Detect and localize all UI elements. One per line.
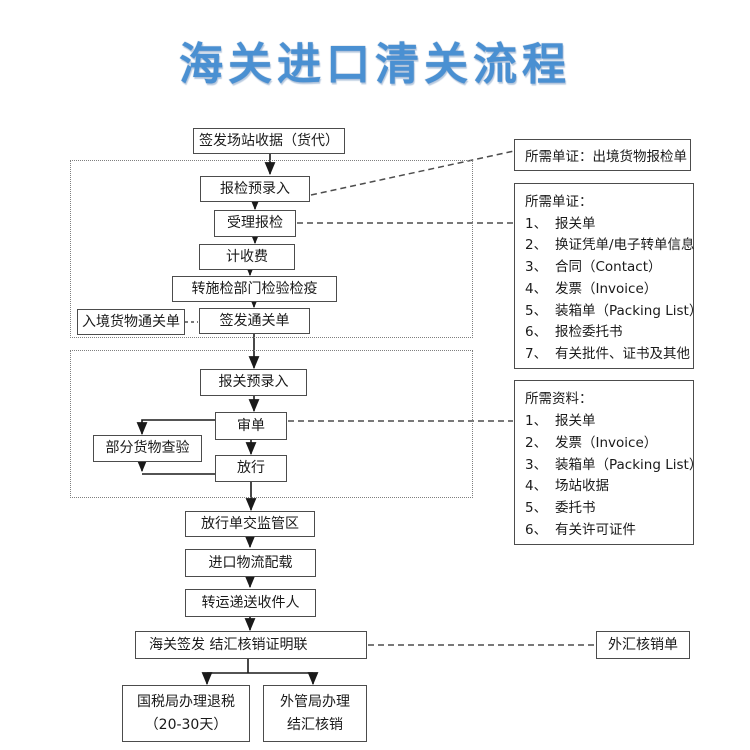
item-number: 5、 <box>525 302 548 319</box>
node-release: 放行 <box>215 455 287 482</box>
page-title: 海关进口清关流程 <box>179 39 571 90</box>
item-text: 有关许可证件 <box>555 522 636 539</box>
solid-arrows <box>136 154 319 686</box>
node-label: 外汇核销单 <box>608 636 678 653</box>
panel-title: 所需资料： <box>525 390 593 407</box>
node-forex-verification-form: 外汇核销单 <box>596 631 690 659</box>
panel-required-doc-single: 所需单证：出境货物报检单 <box>514 139 691 171</box>
node-label: 签发场站收据（货代） <box>199 132 339 149</box>
item-text: 报关单 <box>555 215 596 232</box>
list-item: 1、报关单 <box>525 212 687 232</box>
node-label: 审单 <box>237 417 265 434</box>
list-item: 5、委托书 <box>525 496 687 516</box>
node-tax-bureau-refund: 国税局办理退税 （20-30天） <box>122 685 250 742</box>
list-item: 4、发票（Invoice） <box>525 277 687 297</box>
item-number: 3、 <box>525 259 548 276</box>
item-text: 装箱单（Packing List） <box>555 456 703 473</box>
item-text: 报关单 <box>555 412 596 429</box>
item-text: 场站收据 <box>555 478 609 495</box>
item-number: 6、 <box>525 324 548 341</box>
list-item: 4、场站收据 <box>525 474 687 494</box>
node-label: 部分货物查验 <box>105 440 190 457</box>
panel-text: 所需单证：出境货物报检单 <box>525 149 687 165</box>
panel-required-materials: 所需资料： 1、报关单 2、发票（Invoice） 3、装箱单（Packing … <box>514 380 702 545</box>
list-item: 2、发票（Invoice） <box>525 431 687 451</box>
node-label: 海关签发 结汇核销证明联 <box>149 636 308 653</box>
list-item: 6、报检委托书 <box>525 320 687 340</box>
list-item: 5、装箱单（Packing List） <box>525 299 702 319</box>
item-text: 委托书 <box>555 500 596 517</box>
item-number: 4、 <box>525 478 548 495</box>
node-customs-issue-settlement-copy: 海关签发 结汇核销证明联 <box>135 631 367 659</box>
node-issue-station-receipt: 签发场站收据（货代） <box>193 128 345 154</box>
list-item: 7、有关批件、证书及其他 <box>525 342 690 363</box>
node-label: 计收费 <box>226 248 268 265</box>
stage-group-declaration <box>70 350 473 498</box>
node-partial-goods-inspection: 部分货物查验 <box>93 435 202 462</box>
node-fee-calculation: 计收费 <box>199 244 295 270</box>
item-number: 7、 <box>525 346 548 363</box>
stage-group-inspection <box>70 160 473 338</box>
node-label: 放行 <box>237 460 265 477</box>
node-label: 入境货物通关单 <box>82 313 180 330</box>
node-document-review: 审单 <box>215 412 287 440</box>
node-safe-bureau-settlement: 外管局办理 结汇核销 <box>263 685 367 742</box>
list-item: 3、装箱单（Packing List） <box>525 453 702 473</box>
item-text: 装箱单（Packing List） <box>555 302 703 319</box>
item-number: 5、 <box>525 500 548 517</box>
item-text: 报检委托书 <box>555 324 623 341</box>
node-label-line1: 外管局办理 <box>280 693 350 710</box>
panel-title: 所需单证： <box>525 193 593 210</box>
list-item: 3、合同（Contact） <box>525 255 687 275</box>
node-label: 报检预录入 <box>220 180 290 197</box>
node-accept-inspection: 受理报检 <box>214 210 296 237</box>
item-number: 4、 <box>525 280 548 297</box>
node-inspection-pre-entry: 报检预录入 <box>200 176 310 202</box>
node-label: 报关预录入 <box>218 374 289 391</box>
panel-required-docs: 所需单证： 1、报关单 2、换证凭单/电子转单信息 3、合同（Contact） … <box>514 183 702 369</box>
dashed-links <box>185 150 595 646</box>
node-transfer-inspection-dept: 转施检部门检验检疫 <box>172 276 337 302</box>
node-issue-clearance-note: 签发通关单 <box>199 308 310 334</box>
node-label-line1: 国税局办理退税 <box>137 693 235 710</box>
item-text: 换证凭单/电子转单信息 <box>555 237 695 254</box>
list-item: 6、有关许可证件 <box>525 518 687 538</box>
item-number: 1、 <box>525 215 548 232</box>
node-label: 转运递送收件人 <box>201 594 300 611</box>
item-text: 发票（Invoice） <box>555 280 658 297</box>
item-text: 发票（Invoice） <box>555 434 658 451</box>
node-label: 受理报检 <box>227 215 283 232</box>
node-entry-goods-clearance-note: 入境货物通关单 <box>77 309 185 335</box>
item-number: 2、 <box>525 237 548 254</box>
item-text: 有关批件、证书及其他 <box>555 346 690 363</box>
node-release-note-to-supervision-area: 放行单交监管区 <box>185 511 315 537</box>
item-number: 6、 <box>525 522 548 539</box>
item-number: 1、 <box>525 412 548 429</box>
node-import-logistics-loading: 进口物流配载 <box>185 549 316 577</box>
item-number: 3、 <box>525 456 548 473</box>
node-label: 放行单交监管区 <box>201 515 299 532</box>
node-label: 进口物流配载 <box>208 554 293 571</box>
node-label-line2: （20-30天） <box>144 717 228 734</box>
node-transfer-delivery-to-consignee: 转运递送收件人 <box>185 589 316 617</box>
node-label-line2: 结汇核销 <box>287 717 343 734</box>
list-item: 1、报关单 <box>525 409 687 429</box>
list-item: 2、换证凭单/电子转单信息 <box>525 233 695 254</box>
node-label: 签发通关单 <box>219 312 290 329</box>
node-declaration-pre-entry: 报关预录入 <box>200 369 307 396</box>
item-text: 合同（Contact） <box>555 259 662 276</box>
item-number: 2、 <box>525 434 548 451</box>
node-label: 转施检部门检验检疫 <box>191 280 318 297</box>
